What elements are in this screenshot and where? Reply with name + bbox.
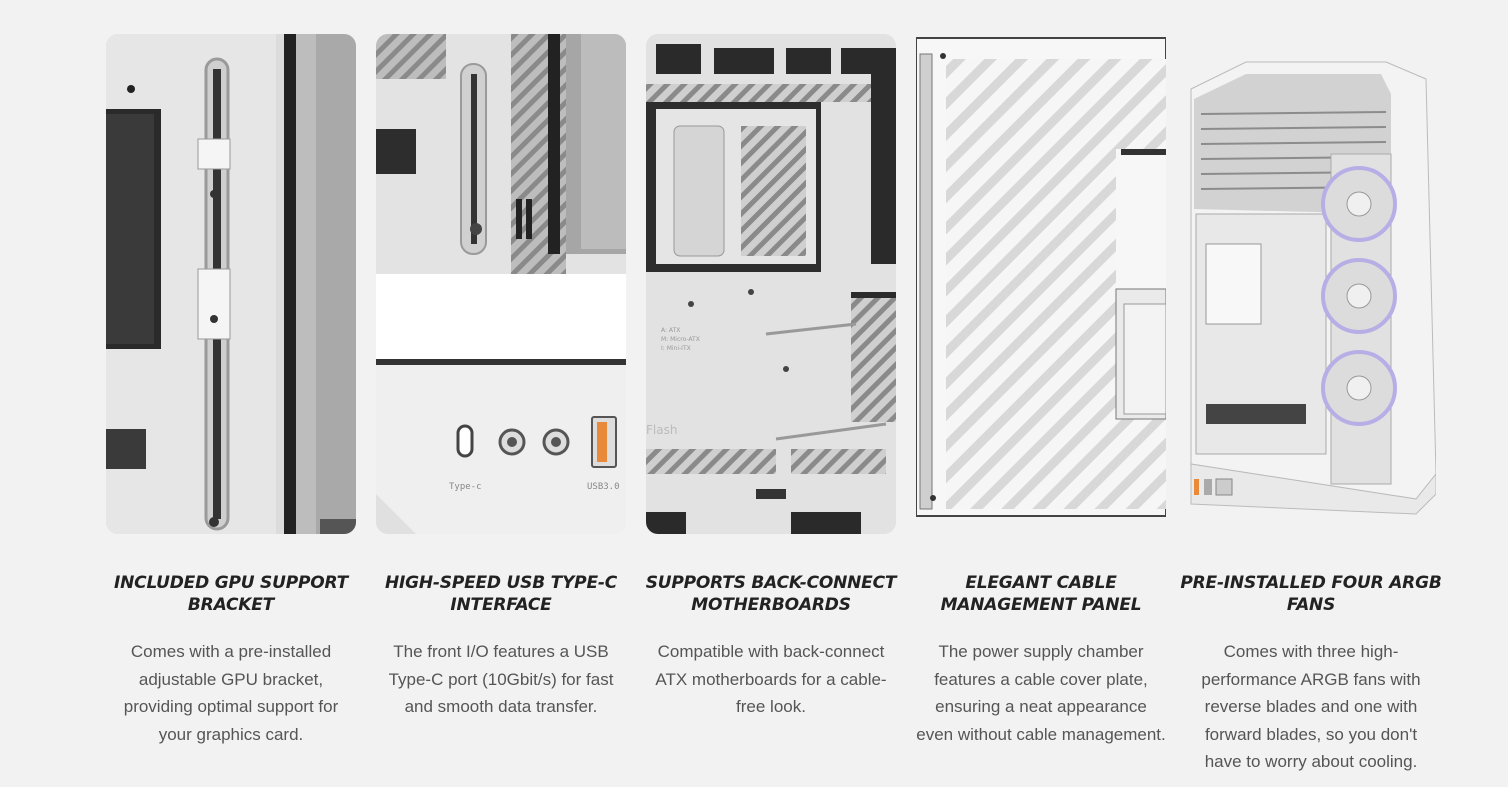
feature-title: SUPPORTS BACK-CONNECT MOTHERBOARDS [645, 573, 897, 615]
cable-cover-photo [916, 34, 1166, 534]
motherboard-tray-photo: A: ATX M: Micro-ATX I: Mini-ITX Flash [646, 34, 896, 534]
feature-grid: INCLUDED GPU SUPPORT BRACKET Comes with … [106, 34, 1442, 787]
feature-description: Comes with a pre-installed adjustable GP… [123, 642, 339, 744]
feature-card-gpu-bracket: INCLUDED GPU SUPPORT BRACKET Comes with … [106, 34, 356, 744]
feature-description: Compatible with back-connect ATX motherb… [655, 642, 887, 716]
feature-description: Comes with three high-performance ARGB f… [1201, 642, 1421, 771]
feature-description: The power supply chamber features a cabl… [916, 642, 1166, 744]
feature-card-usb-type-c: Type-c USB3.0 HIGH-SPEED USB TYPE-C INTE… [376, 34, 626, 716]
tray-label-matx: M: Micro-ATX [661, 336, 700, 343]
feature-card-argb-fans: PRE-INSTALLED FOUR ARGB FANS Comes with … [1180, 34, 1442, 771]
pc-case-photo [1186, 34, 1436, 534]
feature-title: INCLUDED GPU SUPPORT BRACKET [114, 573, 348, 615]
feature-title: ELEGANT CABLE MANAGEMENT PANEL [940, 573, 1142, 615]
port-label-typec: Type-c [449, 482, 482, 492]
gpu-bracket-photo [106, 34, 356, 534]
feature-card-back-connect: A: ATX M: Micro-ATX I: Mini-ITX Flash SU… [646, 34, 896, 716]
tray-label-itx: I: Mini-ITX [661, 345, 691, 352]
feature-description: The front I/O features a USB Type-C port… [388, 642, 614, 716]
tray-label-flash: Flash [646, 423, 677, 437]
usb-io-photo: Type-c USB3.0 [376, 34, 626, 534]
feature-title: HIGH-SPEED USB TYPE-C INTERFACE [385, 573, 617, 615]
feature-card-cable-panel: ELEGANT CABLE MANAGEMENT PANEL The power… [916, 34, 1166, 744]
port-label-usb3: USB3.0 [587, 482, 620, 492]
tray-label-atx: A: ATX [661, 327, 680, 334]
feature-title: PRE-INSTALLED FOUR ARGB FANS [1180, 573, 1442, 615]
